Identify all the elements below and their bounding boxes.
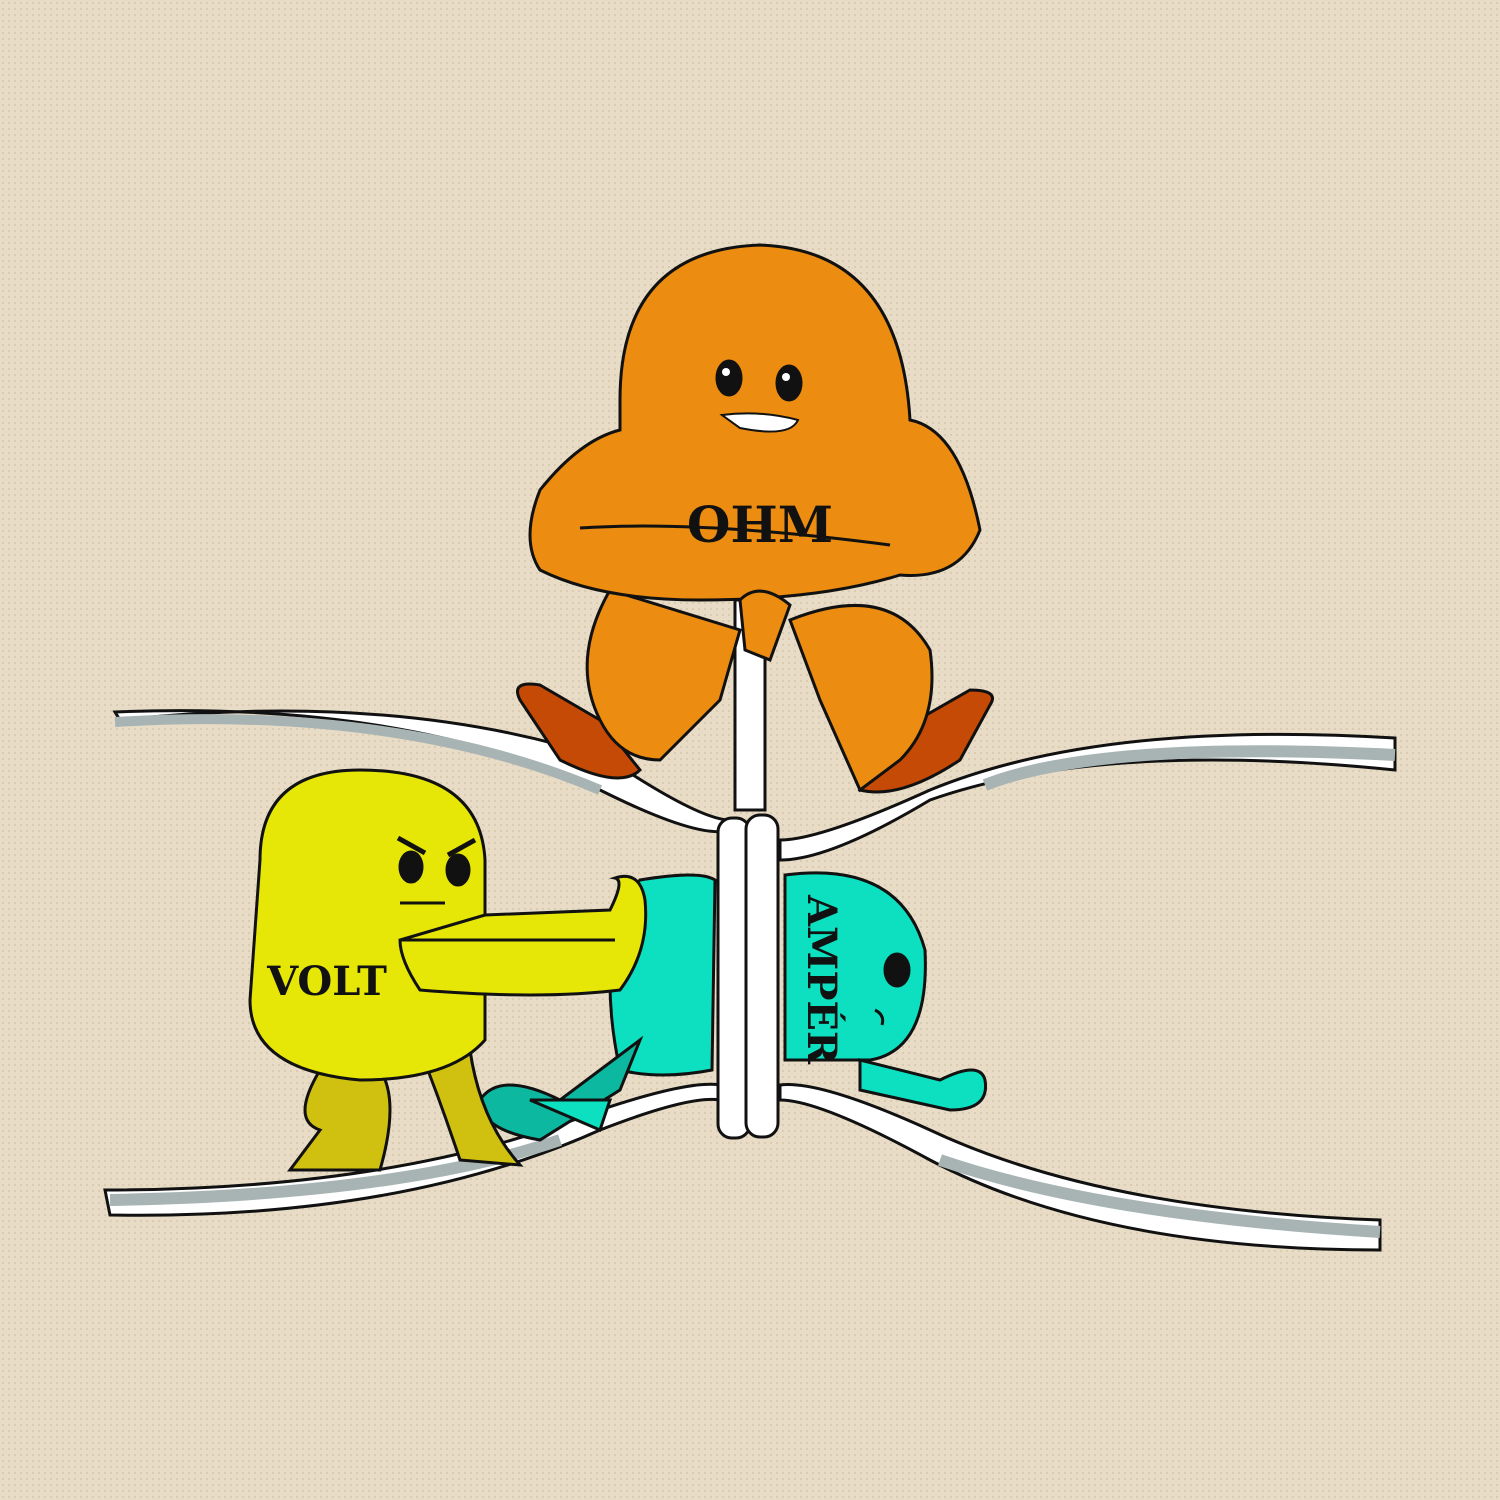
ohm-label: OHM — [687, 495, 833, 554]
volt-character — [248, 768, 648, 1172]
volt-label: VOLT — [266, 958, 387, 1005]
pipe — [103, 598, 1397, 1252]
ohm-character — [516, 243, 994, 794]
amper-label: AMPÉR — [798, 894, 845, 1065]
amper-character — [478, 871, 988, 1142]
